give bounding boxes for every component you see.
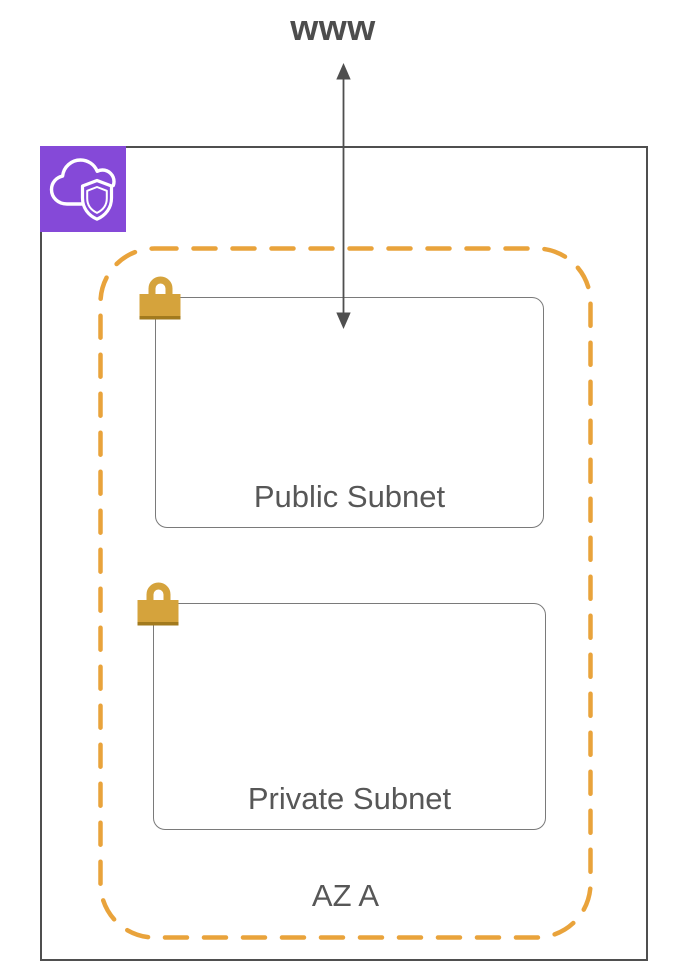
az-label: AZ A [311,878,380,913]
vpc-cloud-shield-icon [39,145,126,232]
internet-label: www [290,7,376,48]
lock-icon [137,578,179,626]
vpc-box [39,145,648,961]
lock-icon [139,272,181,320]
public-subnet-box: Public Subnet [139,276,544,528]
public-subnet-label: Public Subnet [253,479,446,514]
private-subnet-box: Private Subnet [137,582,546,830]
private-subnet-label: Private Subnet [247,781,452,816]
